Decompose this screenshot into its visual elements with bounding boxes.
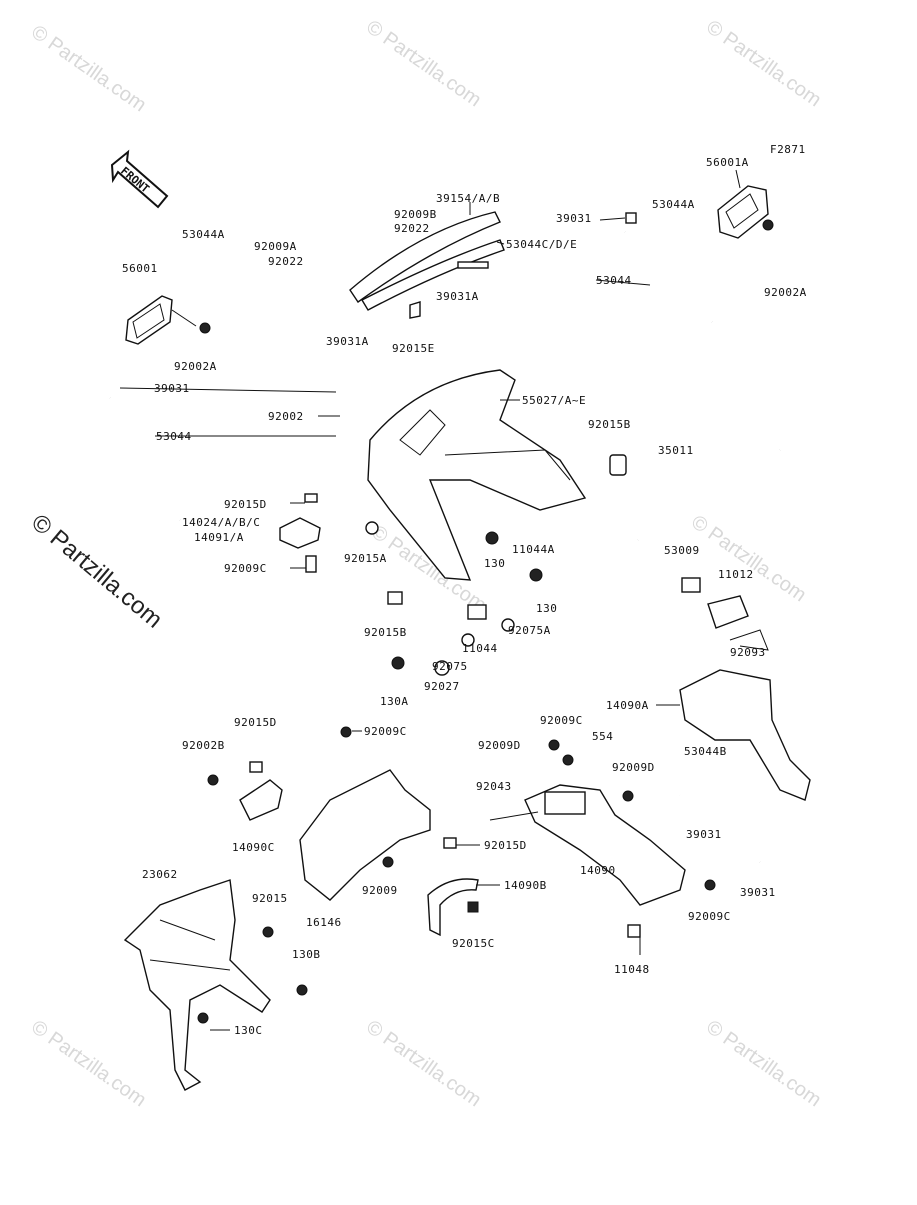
label-92015B: 92015B [364,626,407,639]
label-554: 554 [592,730,613,743]
label-39031: 39031 [740,886,776,899]
label-55027: 55027/A~E [522,394,586,407]
label-53044A-right: 53044A [652,198,695,211]
label-39031A: 39031A [436,290,479,303]
label-53009: 53009 [664,544,700,557]
right-mirror-part [625,185,774,239]
label-130C: 130C [234,1024,263,1037]
label-92009A: 92009A [254,240,297,253]
label-14090A: 14090A [606,699,649,712]
label-92009D: 92009D [612,761,655,774]
label-39031: 39031 [154,382,190,395]
label-16146: 16146 [306,916,342,929]
label-35011: 35011 [658,444,694,457]
figure-code: F2871 [770,143,806,156]
label-92075A: 92075A [508,624,551,637]
label-92075: 92075 [432,660,468,673]
module-part [681,577,769,651]
label-92009: 92009 [362,884,398,897]
meter-panel-part [299,769,431,901]
label-92009C: 92009C [224,562,267,575]
label-92027: 92027 [424,680,460,693]
bracket-part [279,517,321,549]
label-92015: 92015 [252,892,288,905]
label-14090B: 14090B [504,879,547,892]
label-92022: 92022 [268,255,304,268]
label-14090: 14090 [580,864,616,877]
label-14090C: 14090C [232,841,275,854]
watermark: © Partzilla.com [687,511,810,606]
watermark: © Partzilla.com [702,1016,825,1111]
label-130B: 130B [292,948,321,961]
label-39154: 39154/A/B [436,192,500,205]
label-92009B: 92009B [394,208,437,221]
label-14024: 14024/A/B/C [182,516,260,529]
watermark: © Partzilla.com [362,1016,485,1111]
label-92009C: 92009C [540,714,583,727]
label-130: 130 [536,602,557,615]
label-92043: 92043 [476,780,512,793]
label-14091A: 14091/A [194,531,244,544]
label-39031: 39031 [686,828,722,841]
label-130: 130 [484,557,505,570]
watermark: © Partzilla.com [27,21,150,116]
label-53044A-left: 53044A [182,228,225,241]
label-53044B: 53044B [684,745,727,758]
label-11012: 11012 [718,568,754,581]
hose-part [624,231,713,323]
label-92002B: 92002B [182,739,225,752]
label-92015A: 92015A [344,552,387,565]
watermark-main: © Partzilla.com [26,509,167,634]
label-92002A: 92002A [764,286,807,299]
label-92015D: 92015D [224,498,267,511]
label-92015D: 92015D [484,839,527,852]
label-56001: 56001 [122,262,158,275]
label-53044: 53044 [156,430,192,443]
front-arrow-icon: FRONT [110,149,169,209]
label-39031A: 39031A [326,335,369,348]
label-92009C: 92009C [364,725,407,738]
leader-lines [119,169,741,1031]
label-130A: 130A [380,695,409,708]
label-92015D: 92015D [234,716,277,729]
part-labels: 56001A 39154/A/B 53044A 92009B 92022 920… [122,156,807,1037]
label-92009C: 92009C [688,910,731,923]
label-53044: 53044 [596,274,632,287]
label-92022: 92022 [394,222,430,235]
label-92015C: 92015C [452,937,495,950]
label-53044CDE: 53044C/D/E [506,238,577,251]
frame-part [123,879,308,1091]
label-11044: 11044 [462,642,498,655]
left-mirror-part [125,295,211,345]
label-92002A: 92002A [174,360,217,373]
label-92002: 92002 [268,410,304,423]
watermark: © Partzilla.com [362,16,485,111]
center-panel-part [524,784,686,906]
trim-part [427,878,479,937]
label-92093: 92093 [730,646,766,659]
windshield-part [349,211,505,319]
label-56001A: 56001A [706,156,749,169]
watermark: © Partzilla.com [702,16,825,111]
panel-part [239,779,283,821]
label-23062: 23062 [142,868,178,881]
label-39031: 39031 [556,212,592,225]
label-92015E: 92015E [392,342,435,355]
inner-panel-part [679,669,811,801]
label-92009D: 92009D [478,739,521,752]
upper-cowl-part [367,369,627,581]
label-11044A: 11044A [512,543,555,556]
label-92015B: 92015B [588,418,631,431]
watermark: © Partzilla.com [27,1016,150,1111]
label-11048: 11048 [614,963,650,976]
